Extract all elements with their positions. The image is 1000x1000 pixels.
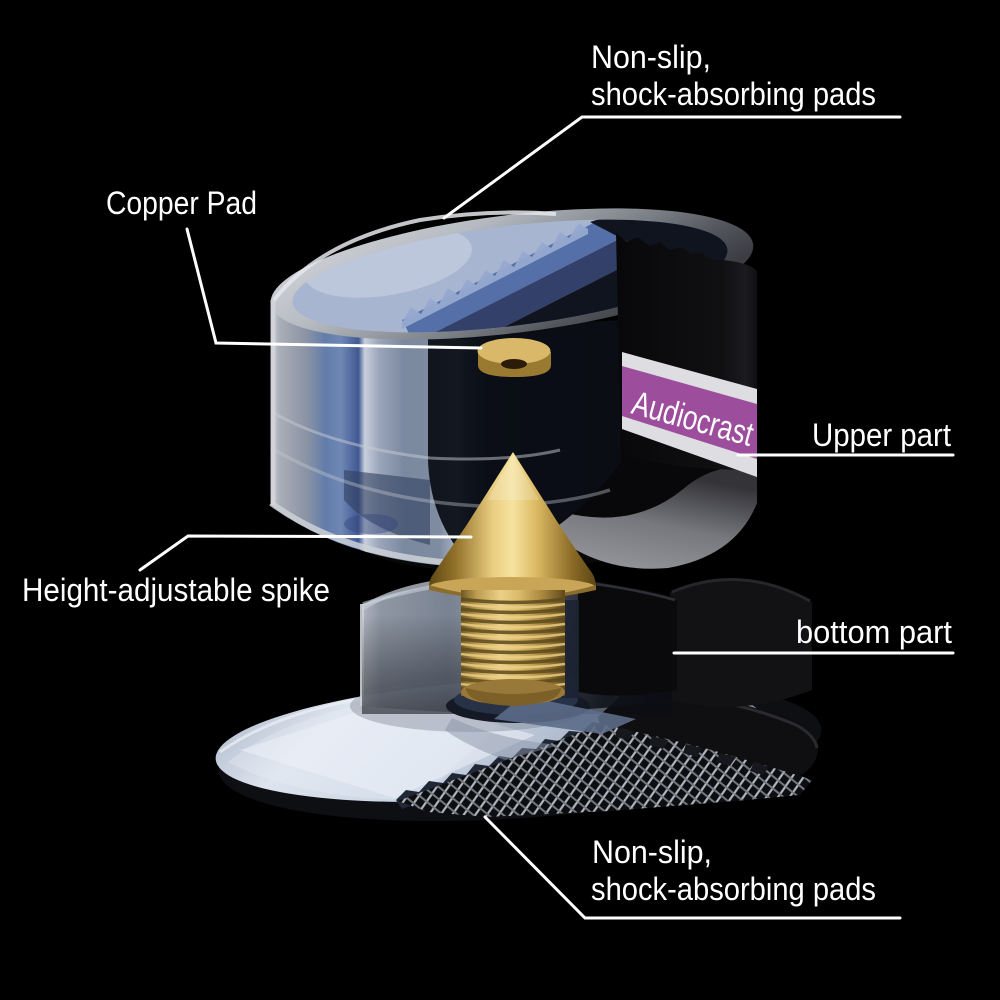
svg-text:Upper part: Upper part	[812, 417, 951, 453]
svg-text:Non-slip,: Non-slip,	[591, 39, 711, 75]
svg-text:shock-absorbing pads: shock-absorbing pads	[591, 871, 876, 907]
svg-text:bottom part: bottom part	[796, 614, 952, 650]
svg-text:Copper Pad: Copper Pad	[106, 185, 257, 221]
svg-text:shock-absorbing pads: shock-absorbing pads	[591, 76, 876, 112]
svg-text:Height-adjustable spike: Height-adjustable spike	[22, 572, 330, 608]
svg-text:Non-slip,: Non-slip,	[592, 834, 712, 870]
